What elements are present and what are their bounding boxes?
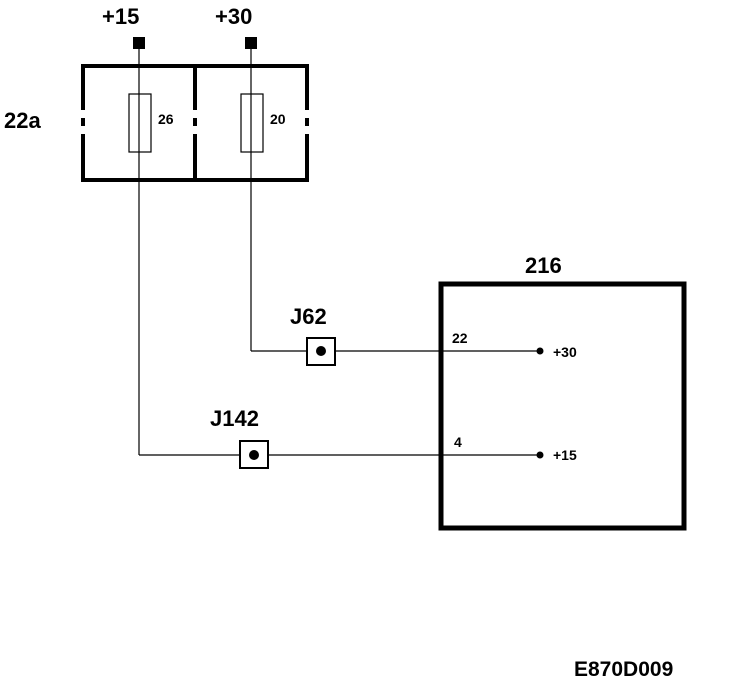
fuse-right: [240, 93, 264, 153]
terminal-30-label: +30: [215, 4, 252, 29]
module-pin-top-dot: [536, 347, 544, 355]
connector-j62: [306, 337, 336, 366]
connector-j62-label: J62: [290, 304, 327, 329]
module-pin-bottom-dot: [536, 451, 544, 459]
module-pin-top-number: 22: [452, 330, 468, 346]
connector-j142: [239, 440, 269, 469]
fuse-left: [128, 93, 152, 153]
terminal-15-label: +15: [102, 4, 139, 29]
terminal-30-marker: [245, 37, 257, 49]
terminal-15-marker: [133, 37, 145, 49]
module-pin-bottom-signal: +15: [553, 447, 577, 463]
fuse-box-label: 22a: [4, 108, 41, 133]
module-label: 216: [525, 253, 562, 278]
module-216-box: [438, 281, 687, 531]
module-pin-bottom-number: 4: [454, 434, 462, 450]
fuse-left-number: 26: [158, 111, 174, 127]
module-pin-top-signal: +30: [553, 344, 577, 360]
connector-j142-label: J142: [210, 406, 259, 431]
fuse-right-number: 20: [270, 111, 286, 127]
fuse-box: [81, 64, 309, 182]
drawing-code: E870D009: [574, 658, 673, 681]
